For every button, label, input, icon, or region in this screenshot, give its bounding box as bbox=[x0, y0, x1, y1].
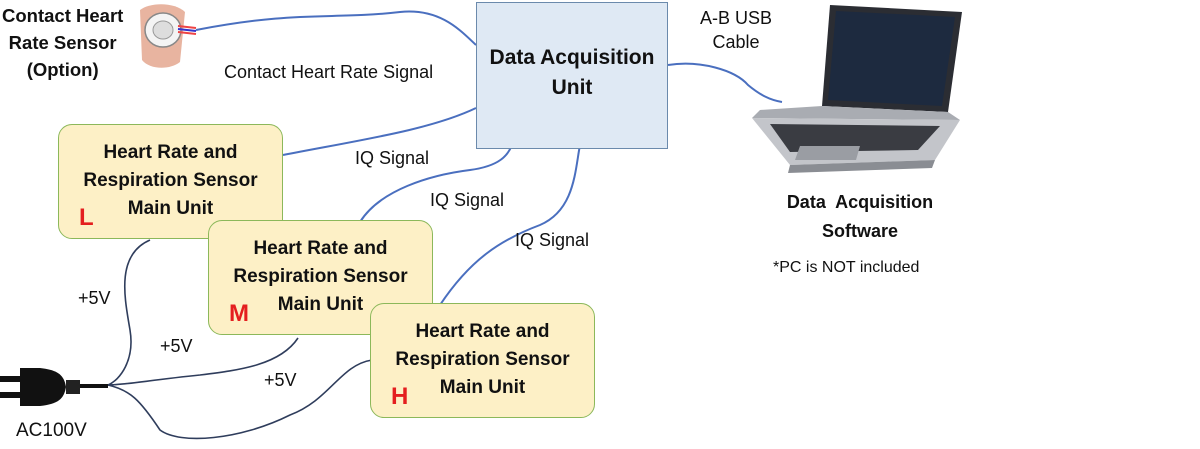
sensor-unit-m-line3: Main Unit bbox=[277, 294, 364, 315]
sensor-unit-l-tag: L bbox=[79, 204, 94, 231]
software-line2: Software bbox=[821, 221, 899, 241]
sensor-unit-l-line1: Heart Rate and bbox=[103, 142, 238, 163]
iq-wire-m bbox=[359, 144, 513, 223]
sensor-unit-h-line2: Respiration Sensor bbox=[395, 349, 570, 370]
usb-cable-line2: Cable bbox=[712, 32, 760, 52]
usb-cable-line1: A-B USB bbox=[700, 8, 773, 28]
contact-signal-label: Contact Heart Rate Signal bbox=[224, 62, 434, 82]
data-acquisition-unit: Data Acquisition Unit bbox=[476, 2, 668, 149]
pc-note: *PC is NOT included bbox=[773, 259, 920, 276]
contact-sensor-icon bbox=[140, 4, 197, 68]
software-line1: Data Acquisition bbox=[786, 192, 934, 212]
contact-sensor-line3: (Option) bbox=[26, 59, 99, 80]
iq-wire-h bbox=[439, 144, 581, 306]
sensor-unit-l-line2: Respiration Sensor bbox=[83, 170, 258, 191]
power-wire-l bbox=[107, 239, 151, 386]
sensor-unit-m-tag: M bbox=[229, 300, 249, 327]
daq-title-line1: Data Acquisition bbox=[489, 46, 655, 69]
power-plug-icon bbox=[0, 368, 108, 406]
sensor-unit-h: Heart Rate and Respiration Sensor Main U… bbox=[370, 303, 595, 418]
sensor-unit-m-line1: Heart Rate and bbox=[253, 238, 388, 259]
contact-signal-wire bbox=[195, 10, 477, 46]
power-label-3: +5V bbox=[264, 370, 297, 390]
power-label-2: +5V bbox=[160, 336, 193, 356]
sensor-unit-l: Heart Rate and Respiration Sensor Main U… bbox=[58, 124, 283, 239]
contact-sensor-line2: Rate Sensor bbox=[8, 32, 117, 53]
software-label: Data Acquisition Software bbox=[770, 188, 950, 246]
contact-sensor-line1: Contact Heart bbox=[2, 5, 124, 26]
usb-cable bbox=[667, 62, 783, 103]
sensor-unit-m-line2: Respiration Sensor bbox=[233, 266, 408, 287]
iq-signal-label-3: IQ Signal bbox=[515, 230, 590, 250]
contact-sensor-label: Contact Heart Rate Sensor (Option) bbox=[2, 2, 123, 83]
daq-title-line2: Unit bbox=[551, 76, 593, 99]
power-wire-m bbox=[107, 337, 299, 386]
sensor-unit-h-line1: Heart Rate and bbox=[415, 321, 550, 342]
iq-signal-label-1: IQ Signal bbox=[355, 148, 430, 168]
usb-cable-label: A-B USB Cable bbox=[700, 6, 772, 54]
power-wire-h bbox=[107, 359, 373, 440]
sensor-unit-h-line3: Main Unit bbox=[439, 377, 526, 398]
sensor-unit-h-tag: H bbox=[391, 383, 409, 410]
power-label-1: +5V bbox=[78, 288, 111, 308]
sensor-unit-l-line3: Main Unit bbox=[127, 198, 214, 219]
iq-wire-l bbox=[282, 107, 477, 156]
plug-label: AC100V bbox=[16, 420, 87, 441]
laptop-icon bbox=[752, 5, 962, 173]
iq-signal-label-2: IQ Signal bbox=[430, 190, 505, 210]
